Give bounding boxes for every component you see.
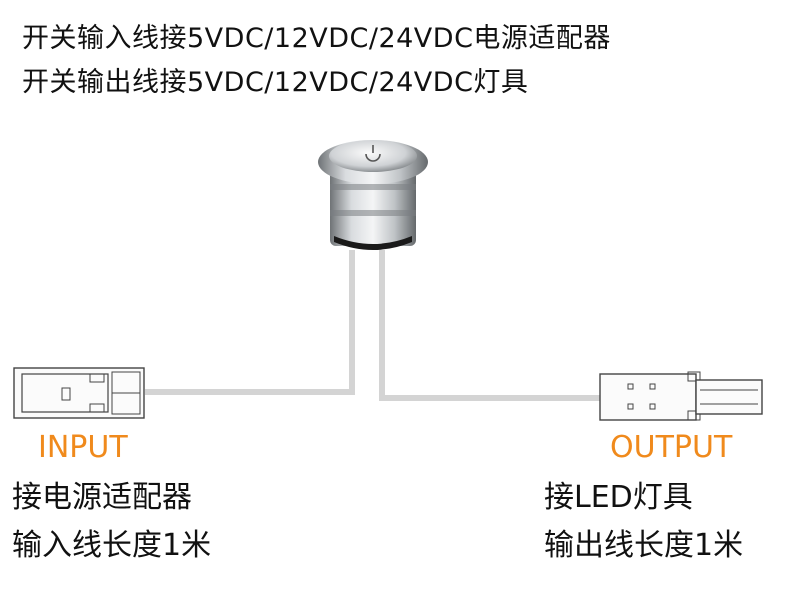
power-icon [365, 145, 381, 162]
header-line-2: 开关输出线接5VDC/12VDC/24VDC灯具 [22, 67, 529, 98]
input-wire [145, 250, 355, 395]
input-desc-adapter: 接电源适配器 [12, 480, 192, 515]
touch-switch [318, 140, 428, 250]
output-label: OUTPUT [610, 430, 733, 465]
output-connector [599, 371, 763, 421]
input-label: INPUT [38, 430, 128, 465]
output-desc-length: 输出线长度1米 [544, 528, 744, 563]
input-desc-length: 输入线长度1米 [12, 528, 212, 563]
header-line-1: 开关输入线接5VDC/12VDC/24VDC电源适配器 [22, 23, 611, 54]
output-desc-led: 接LED灯具 [544, 480, 693, 515]
output-wire [379, 250, 600, 401]
input-connector [13, 367, 145, 419]
